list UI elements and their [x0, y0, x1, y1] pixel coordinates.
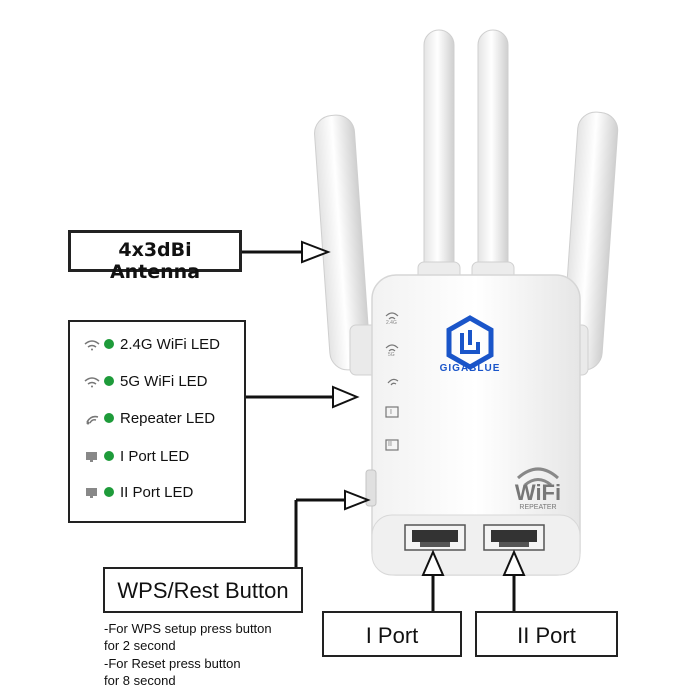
- wifi-icon: [84, 375, 100, 388]
- device-led-mark-5g: 5G: [388, 352, 395, 358]
- port1-label: I Port: [365, 623, 419, 648]
- led-label-5g: 5G WiFi LED: [120, 372, 208, 390]
- led-label-24g: 2.4G WiFi LED: [120, 335, 221, 353]
- antenna-label: 4x3dBi Antenna: [109, 239, 201, 283]
- led-label-port2: II Port LED: [120, 483, 194, 501]
- led-row-port1: I Port LED: [84, 446, 189, 466]
- antenna-label-box: 4x3dBi Antenna: [68, 230, 242, 283]
- wps-note-4: for 8 second: [104, 673, 176, 688]
- led-green-dot: [104, 339, 114, 349]
- ethernet-port-1: [404, 524, 466, 551]
- ethernet-port-2: [483, 524, 545, 551]
- led-row-port2: II Port LED: [84, 482, 193, 502]
- led-green-dot: [104, 487, 114, 497]
- brand-logo: [446, 315, 494, 370]
- antenna-center-right: [471, 29, 515, 286]
- antenna-center-left: [417, 29, 461, 286]
- led-label-port1: I Port LED: [120, 447, 190, 465]
- led-row-24g: 2.4G WiFi LED: [84, 334, 220, 354]
- device-brand-text: GIGABLUE: [439, 363, 501, 374]
- port2-label-box: II Port: [475, 611, 618, 657]
- led-row-repeater: Repeater LED: [84, 408, 215, 428]
- device-led-mark-ii: II: [388, 441, 392, 448]
- led-legend-box: 2.4G WiFi LED 5G WiFi LED Repeater LED I…: [68, 320, 246, 523]
- device-led-mark-24g: 2.4G: [386, 320, 397, 326]
- led-row-5g: 5G WiFi LED: [84, 371, 208, 391]
- device-repeater-text: REPEATER: [519, 504, 557, 511]
- wps-label-box: WPS/Rest Button: [103, 567, 303, 613]
- wifi-icon: [84, 338, 100, 351]
- wps-label: WPS/Rest Button: [117, 578, 289, 603]
- wifi-logo-icon: [516, 467, 560, 487]
- device-led-mark-i: I: [390, 409, 392, 416]
- led-green-dot: [104, 413, 114, 423]
- monitor-icon: [84, 486, 100, 498]
- port1-label-box: I Port: [322, 611, 462, 657]
- led-green-dot: [104, 376, 114, 386]
- repeater-icon: [84, 412, 100, 425]
- port2-label: II Port: [517, 623, 576, 648]
- wps-note-3: -For Reset press button: [104, 656, 241, 671]
- led-green-dot: [104, 451, 114, 461]
- wps-note-1: -For WPS setup press button: [104, 621, 272, 636]
- monitor-icon: [84, 450, 100, 462]
- led-label-repeater: Repeater LED: [120, 409, 216, 427]
- wps-note-2: for 2 second: [104, 638, 176, 653]
- device-wifi-text: WiFi: [514, 480, 562, 505]
